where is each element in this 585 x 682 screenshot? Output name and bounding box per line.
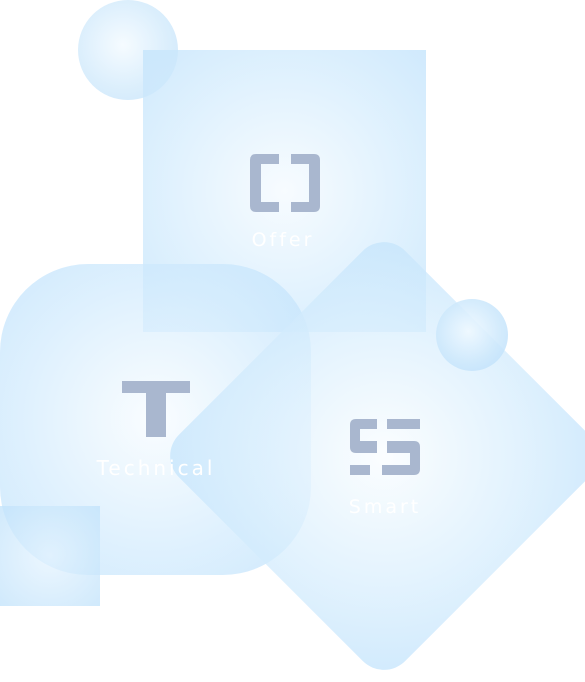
offer-label: Offer bbox=[251, 229, 315, 251]
decorative-tile bbox=[0, 506, 100, 606]
smart-label: Smart bbox=[348, 496, 422, 518]
s-letter-icon bbox=[350, 419, 420, 475]
decorative-bubble-right bbox=[436, 299, 508, 371]
o-letter-icon bbox=[250, 154, 320, 212]
t-letter-icon bbox=[122, 381, 190, 437]
technical-label: Technical bbox=[96, 456, 216, 480]
